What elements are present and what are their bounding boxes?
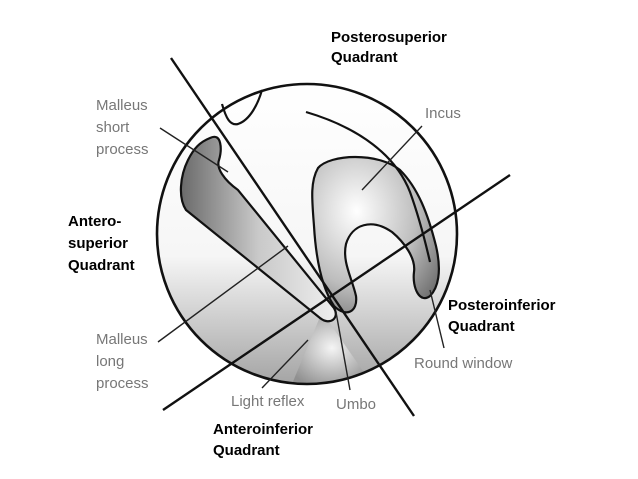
label-anteroinferior: Anteroinferior Quadrant [213, 421, 317, 459]
light-reflex-shape [292, 312, 372, 384]
malleus-short-leader [159, 127, 229, 173]
superior-inferior-axis [170, 57, 415, 417]
light-reflex-leader [261, 339, 309, 389]
label-malleus-long-process: Malleus long process [96, 331, 152, 392]
tympanic-membrane-outline [155, 82, 459, 386]
label-anterosuperior: Antero- superior Quadrant [68, 213, 135, 274]
pars-flaccida-curve [220, 89, 264, 126]
label-umbo: Umbo [336, 396, 376, 413]
label-posteroinferior: Posteroinferior Quadrant [448, 297, 560, 335]
round-window-leader [429, 289, 445, 349]
incus-leader [361, 125, 423, 191]
label-incus: Incus [425, 105, 461, 122]
malleus-shape [179, 135, 337, 323]
anterior-posterior-axis [162, 174, 511, 411]
label-light-reflex: Light reflex [231, 393, 305, 410]
label-round-window: Round window [414, 355, 513, 372]
label-malleus-short-process: Malleus short process [96, 97, 152, 158]
label-posterosuperior: Posterosuperior Quadrant [331, 29, 451, 66]
posterior-fold [305, 110, 432, 263]
umbo-leader [335, 311, 351, 391]
malleus-long-leader [157, 245, 289, 343]
